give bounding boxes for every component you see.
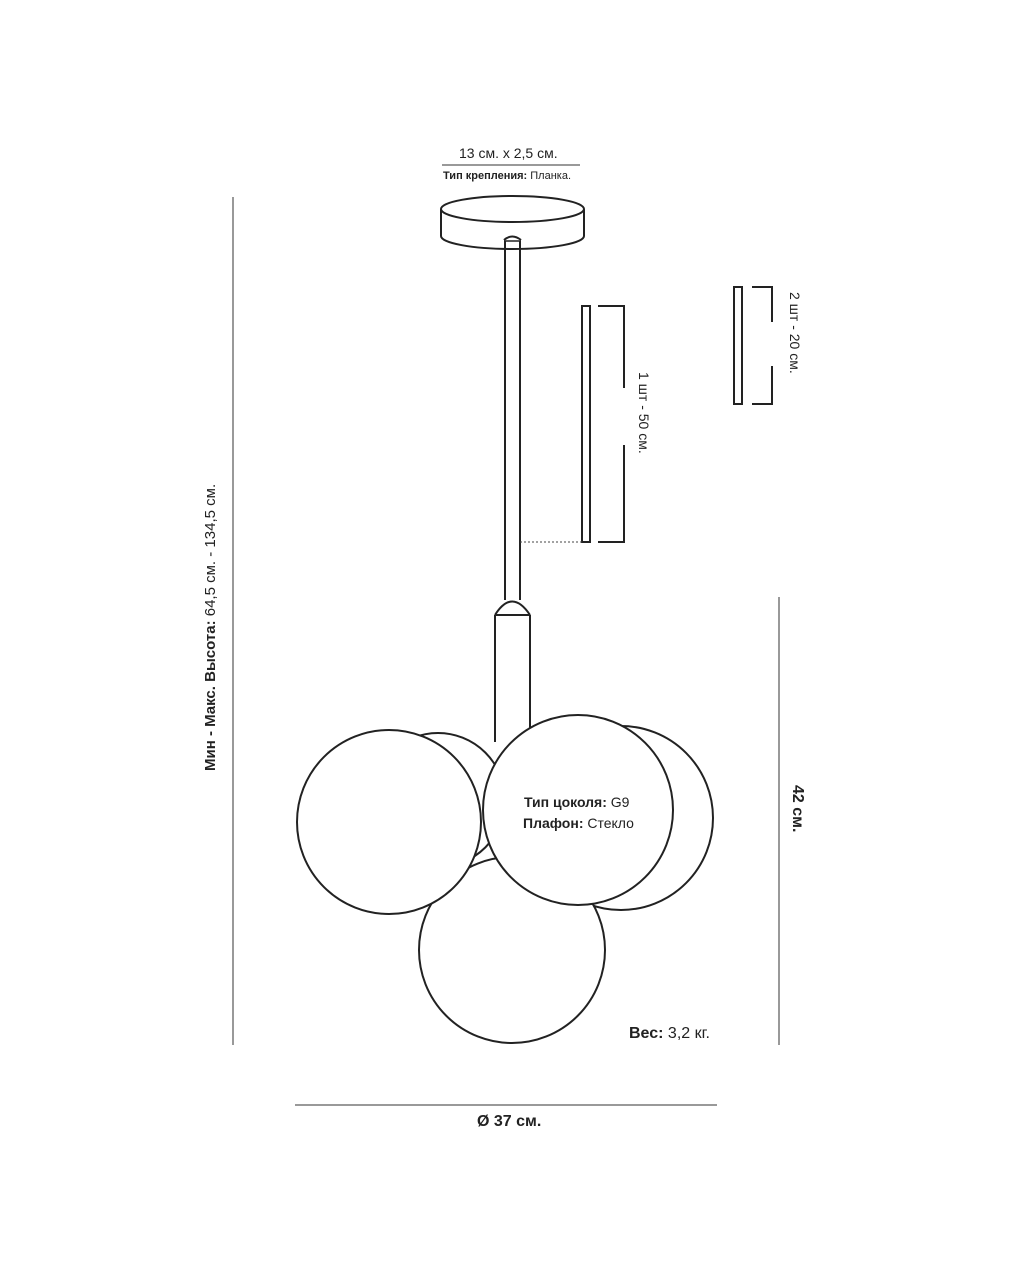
- weight-label: Вес: 3,2 кг.: [629, 1026, 710, 1042]
- weight-key: Вес:: [629, 1025, 664, 1042]
- rod-short: [733, 286, 743, 405]
- rod-short-bracket: [752, 286, 773, 405]
- lamp-body: [494, 600, 531, 742]
- shade-material-label: Плафон: Стекло: [523, 816, 634, 830]
- globe-left: [296, 729, 482, 915]
- rod-long-label: 1 шт - 50 см.: [636, 372, 652, 454]
- rod-long: [581, 305, 591, 543]
- rod-short-label: 2 шт - 20 см.: [787, 292, 803, 374]
- shade-material-key: Плафон:: [523, 815, 584, 831]
- base-type-key: Тип цоколя:: [524, 794, 607, 810]
- diameter-label: Ø 37 см.: [477, 1113, 542, 1130]
- mount-type-label: Тип крепления: Планка.: [443, 171, 571, 182]
- height-label: Мин - Макс. Высота: 64,5 см. - 134,5 см.: [202, 483, 219, 771]
- shade-height-label: 42 см.: [789, 785, 806, 833]
- mount-size-label: 13 см. x 2,5 см.: [459, 145, 558, 161]
- height-key: Мин - Макс. Высота:: [202, 620, 219, 771]
- canopy: [440, 195, 585, 250]
- weight-value: 3,2 кг.: [667, 1025, 710, 1042]
- shade-material-value: Стекло: [587, 815, 634, 831]
- base-type-value: G9: [610, 794, 630, 810]
- mount-type-key: Тип крепления:: [443, 170, 528, 182]
- stem-rod: [503, 235, 522, 600]
- base-type-label: Тип цоколя: G9: [524, 795, 629, 809]
- mount-type-value: Планка.: [530, 170, 572, 182]
- height-value: 64,5 см. - 134,5 см.: [202, 483, 219, 617]
- globe-front: [482, 714, 674, 906]
- rod-long-bracket: [598, 305, 625, 543]
